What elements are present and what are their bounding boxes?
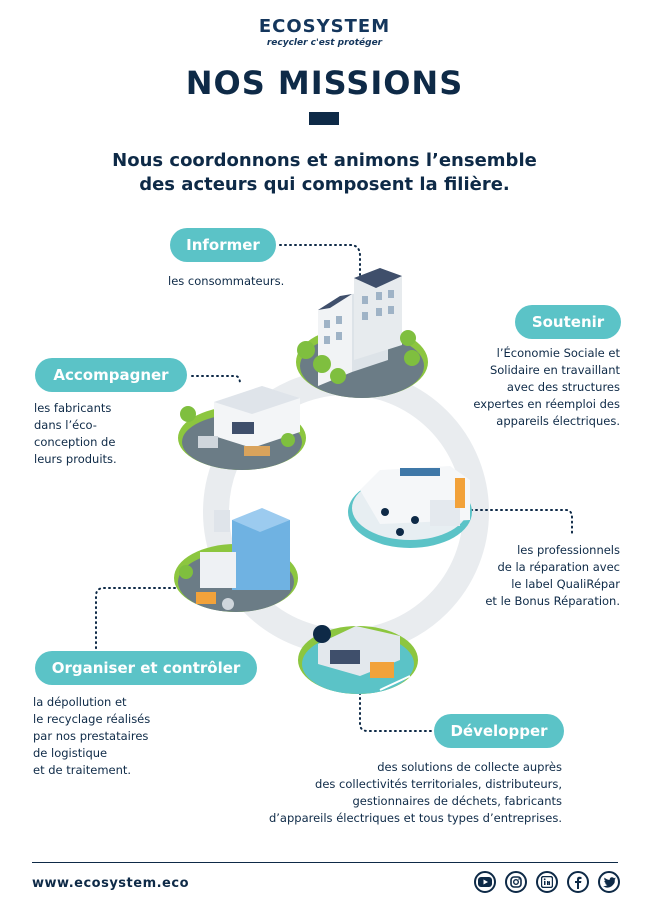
- desc-line: les consommateurs.: [168, 274, 285, 288]
- repair-workshop-illustration: [348, 466, 472, 548]
- collection-point-illustration: [298, 625, 418, 701]
- city-buildings-illustration: [296, 268, 428, 398]
- desc-line: des solutions de collecte auprès: [377, 760, 562, 774]
- recycling-plant-illustration: [174, 508, 298, 612]
- desc-line: et le Bonus Réparation.: [485, 594, 620, 608]
- mission-desc-developper: des solutions de collecte auprès des col…: [230, 759, 562, 827]
- mission-desc-soutenir-repair: les professionnels de la réparation avec…: [440, 542, 620, 610]
- desc-line: l’Économie Sociale et: [496, 346, 620, 360]
- desc-line: le recyclage réalisés: [33, 712, 151, 726]
- desc-line: le label QualiRépar: [511, 577, 620, 591]
- desc-line: la dépollution et: [33, 695, 127, 709]
- subtitle-line: Nous coordonnons et animons l’ensemble: [112, 150, 537, 171]
- facebook-icon[interactable]: [567, 871, 589, 893]
- footer-divider: [32, 862, 618, 863]
- desc-line: gestionnaires de déchets, fabricants: [352, 794, 562, 808]
- mission-desc-informer: les consommateurs.: [168, 273, 284, 290]
- connector-organiser: [95, 587, 181, 651]
- mission-desc-soutenir: l’Économie Sociale et Solidaire en trava…: [440, 345, 620, 430]
- desc-line: conception de: [34, 435, 116, 449]
- page-title: NOS MISSIONS: [185, 64, 464, 102]
- connector-developper: [359, 687, 433, 732]
- desc-line: expertes en réemploi des: [473, 397, 620, 411]
- title-underline-bar: [309, 112, 339, 125]
- desc-line: dans l’éco-: [34, 418, 97, 432]
- desc-line: par nos prestataires: [33, 729, 149, 743]
- desc-line: avec des structures: [506, 380, 620, 394]
- mission-desc-organiser: la dépollution et le recyclage réalisés …: [33, 694, 150, 779]
- mission-desc-accompagner: les fabricants dans l’éco- conception de…: [34, 400, 117, 468]
- instagram-icon[interactable]: [505, 871, 527, 893]
- desc-line: les fabricants: [34, 401, 112, 415]
- page-subtitle: Nous coordonnons et animons l’ensemble d…: [80, 149, 569, 197]
- desc-line: et de traitement.: [33, 763, 132, 777]
- mission-pill-developper: Développer: [434, 714, 564, 748]
- twitter-icon[interactable]: [598, 871, 620, 893]
- desc-line: de la réparation avec: [497, 560, 620, 574]
- factory-illustration: [178, 386, 306, 470]
- desc-line: Solidaire en travaillant: [489, 363, 620, 377]
- desc-line: les professionnels: [517, 543, 620, 557]
- desc-line: appareils électriques.: [496, 414, 620, 428]
- desc-line: de logistique: [33, 746, 108, 760]
- footer-website-link[interactable]: www.ecosystem.eco: [32, 876, 190, 891]
- youtube-icon[interactable]: [474, 871, 496, 893]
- logo-tagline: recycler c'est protéger: [266, 38, 383, 48]
- mission-pill-informer: Informer: [170, 228, 276, 262]
- desc-line: des collectivités territoriales, distrib…: [315, 777, 562, 791]
- mission-pill-soutenir: Soutenir: [515, 305, 621, 339]
- linkedin-icon[interactable]: [536, 871, 558, 893]
- mission-pill-organiser: Organiser et contrôler: [35, 651, 257, 685]
- connector-accompagner: [191, 375, 241, 385]
- logo-wordmark: ECOSYSTEM: [258, 16, 391, 37]
- mission-pill-accompagner: Accompagner: [35, 358, 187, 392]
- connector-informer: [279, 244, 361, 286]
- connector-soutenir: [465, 509, 573, 535]
- desc-line: d’appareils électriques et tous types d’…: [268, 811, 562, 825]
- desc-line: leurs produits.: [34, 452, 117, 466]
- subtitle-line: des acteurs qui composent la filière.: [139, 174, 510, 195]
